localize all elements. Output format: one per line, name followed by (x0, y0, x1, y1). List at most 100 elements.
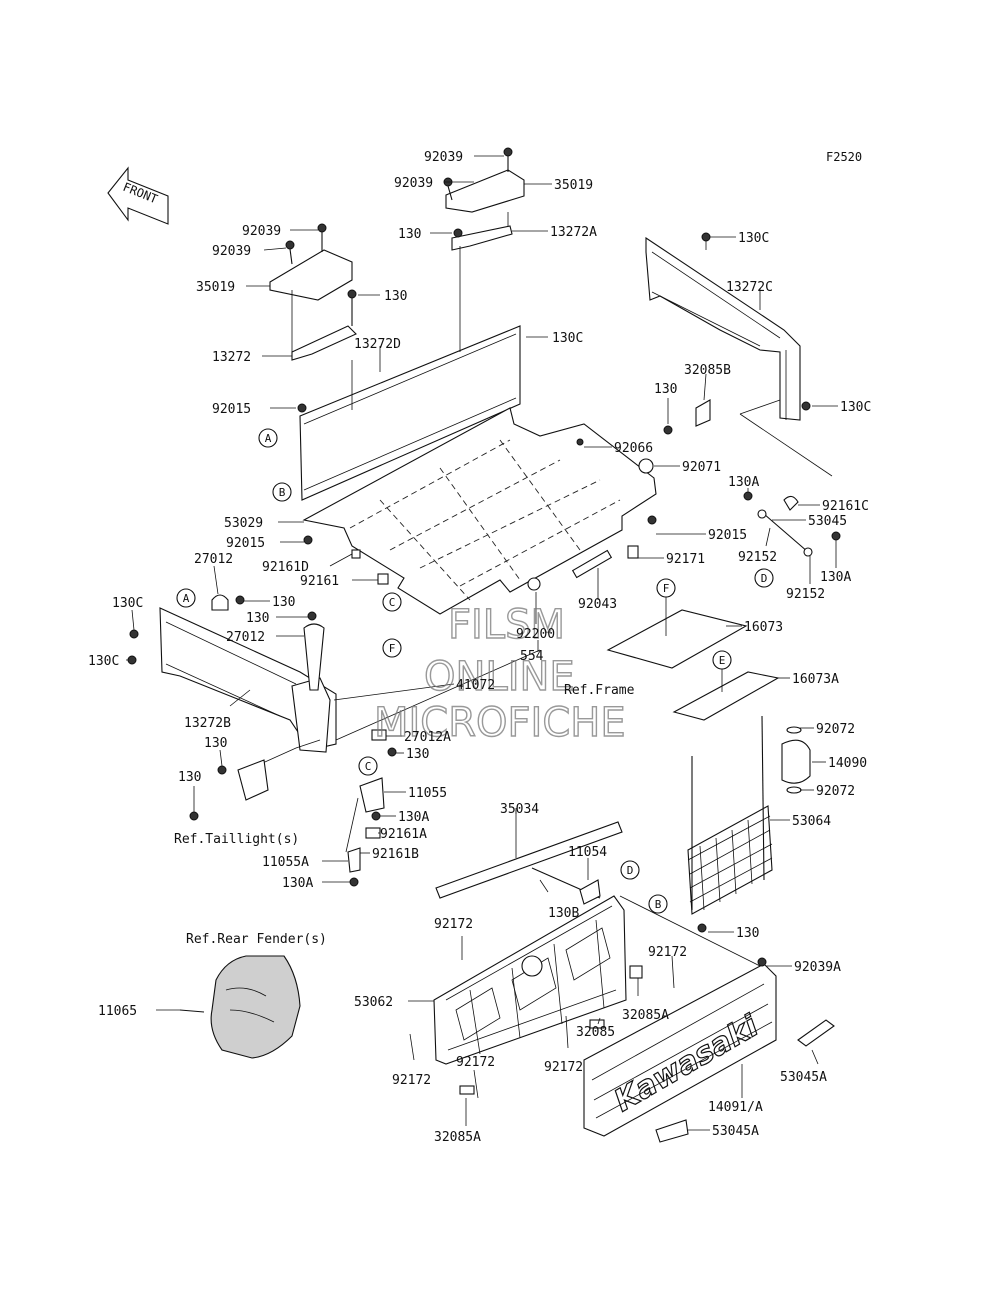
part-label: 11055 (408, 786, 447, 801)
part-label: 92161C (822, 499, 869, 514)
part-label: 92066 (614, 441, 653, 456)
bracket-35019-left (269, 223, 353, 301)
part-label: 92161B (372, 847, 419, 862)
part-label: 92071 (682, 460, 721, 475)
part-label: 130 (178, 770, 201, 785)
callout-marker: B (648, 894, 668, 914)
part-label: 11055A (262, 855, 309, 870)
svg-text:C: C (389, 596, 396, 609)
part-label: 130A (728, 475, 759, 490)
part-label: 92015 (708, 528, 747, 543)
callout-marker: A (258, 428, 278, 448)
rail-35034 (435, 810, 623, 899)
part-label: 13272 (212, 350, 251, 365)
watermark-line-1: FILSM (448, 602, 565, 648)
part-label: 92172 (544, 1060, 583, 1075)
ref-label-taillight: Ref.Taillight(s) (174, 832, 299, 847)
watermark-line-3: MICROFICHE (374, 700, 626, 746)
part-label: 130 (272, 595, 295, 610)
part-label: 13272D (354, 337, 401, 352)
part-label: 11054 (568, 845, 607, 860)
part-label: 27012 (194, 552, 233, 567)
callout-marker: C (382, 592, 402, 612)
part-label: 53064 (792, 814, 831, 829)
part-label: 53029 (224, 516, 263, 531)
part-label: 92161A (380, 827, 427, 842)
svg-text:A: A (183, 592, 190, 605)
part-label: 92015 (226, 536, 265, 551)
svg-text:A: A (265, 432, 272, 445)
part-label: 130 (384, 289, 407, 304)
svg-text:D: D (761, 572, 768, 585)
callout-marker: F (656, 578, 676, 598)
watermark: FILSM ONLINE MICROFICHE (373, 601, 626, 746)
bracket-11055 (345, 777, 385, 887)
callout-marker: D (754, 568, 774, 588)
svg-text:E: E (719, 654, 726, 667)
mat-16073a (672, 662, 780, 721)
part-label: 35019 (196, 280, 235, 295)
part-label: 92161D (262, 560, 309, 575)
mat-16073 (606, 596, 748, 669)
part-label: 92200 (516, 627, 555, 642)
part-label: 32085A (434, 1130, 481, 1145)
part-label: 130 (204, 736, 227, 751)
part-label: 92172 (434, 917, 473, 932)
part-label: 92072 (816, 784, 855, 799)
bracket-13272a (451, 225, 513, 251)
part-label: 130 (246, 611, 269, 626)
left-panel-13272b (127, 594, 541, 821)
callout-marker: F (382, 638, 402, 658)
rear-fender (179, 955, 301, 1059)
part-label: 11065 (98, 1004, 137, 1019)
part-label: 13272C (726, 280, 773, 295)
part-label: 32085B (684, 363, 731, 378)
part-label: 92161 (300, 574, 339, 589)
part-label: 16073A (792, 672, 839, 687)
tailgate-frame-53062 (409, 867, 761, 1099)
bed-floor-53029 (297, 403, 657, 615)
part-label: 92152 (786, 587, 825, 602)
part-label: 92152 (738, 550, 777, 565)
callout-marker: E (712, 650, 732, 670)
svg-text:F: F (663, 582, 670, 595)
part-label: 14091/A (708, 1100, 763, 1115)
callout-marker: A (176, 588, 196, 608)
part-label: 92015 (212, 402, 251, 417)
svg-text:D: D (627, 864, 634, 877)
part-label: 53045A (712, 1124, 759, 1139)
ref-label-rear-fender: Ref.Rear Fender(s) (186, 932, 327, 947)
callout-markers: A B A C D F F E C D B (176, 428, 774, 914)
part-label: 53045 (808, 514, 847, 529)
part-label: 92172 (392, 1073, 431, 1088)
part-label: 92171 (666, 552, 705, 567)
part-label: 41072 (456, 678, 495, 693)
part-label: 130A (398, 810, 429, 825)
svg-text:B: B (655, 898, 662, 911)
part-label: 92172 (456, 1055, 495, 1070)
watermark-line-2: ONLINE (424, 654, 575, 700)
part-label: 130C (840, 400, 871, 415)
part-label: 32085 (576, 1025, 615, 1040)
part-label: 27012 (226, 630, 265, 645)
part-label: 35034 (500, 802, 539, 817)
part-label: 130B (548, 906, 579, 921)
part-label: 92039 (424, 150, 463, 165)
part-label: 92039A (794, 960, 841, 975)
svg-text:B: B (279, 486, 286, 499)
latch-cable-53045 (743, 491, 841, 557)
part-label: 27012A (404, 730, 451, 745)
part-label: 92043 (578, 597, 617, 612)
front-arrow-icon: FRONT (107, 166, 169, 225)
part-label: 32085A (622, 1008, 669, 1023)
part-label: 16073 (744, 620, 783, 635)
leader-lines (126, 155, 838, 1131)
part-label: 130 (654, 382, 677, 397)
part-label: 53045A (780, 1070, 827, 1085)
figure-code: F2520 (826, 150, 862, 164)
part-label: 130A (282, 876, 313, 891)
part-label: 53062 (354, 995, 393, 1010)
part-label: 554 (520, 649, 544, 664)
part-label: 130C (112, 596, 143, 611)
